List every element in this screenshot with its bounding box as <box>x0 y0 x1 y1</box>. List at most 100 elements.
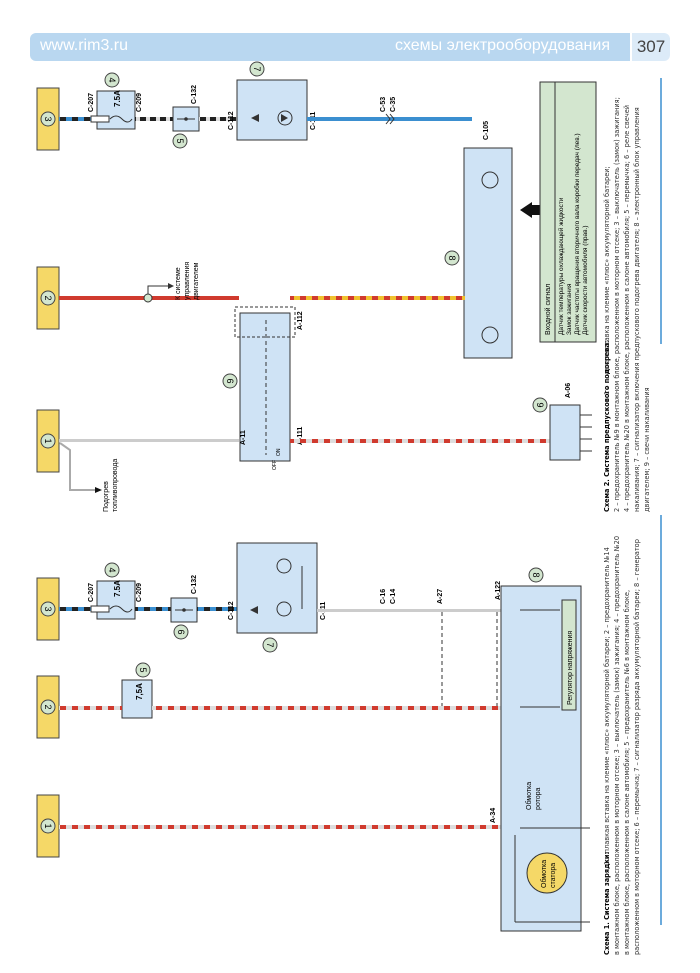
connector-label: A-27 <box>437 589 444 604</box>
note-text: управления <box>184 262 191 300</box>
connector-label: C-14 <box>390 589 397 604</box>
connector-label: C-132 <box>191 85 198 104</box>
scheme1-jumper-6: C-132 6 <box>170 575 198 640</box>
note-text: К системе <box>175 267 182 300</box>
connector-label: A-122 <box>495 581 502 600</box>
table-row: Замок зажигания <box>566 283 573 335</box>
scheme1-indicator-7: 7 C-112 C-111 <box>228 542 327 653</box>
caption-line: 1 – плавкая вставка на клемме «плюс» акк… <box>603 547 611 865</box>
callout-number: 6 <box>225 378 235 383</box>
wire-black-white <box>135 117 173 121</box>
callout-number: 7 <box>252 66 262 71</box>
connector-label: C-16 <box>380 589 387 604</box>
scheme2-block-2: 2 <box>36 266 60 330</box>
caption-title: Схема 2. Система предпускового подогрева… <box>603 340 611 512</box>
fuse-rating: 7.5A <box>113 580 122 597</box>
block-label: 1 <box>43 438 53 443</box>
connector-label: C-35 <box>390 97 397 112</box>
note-text: двигателем <box>193 262 200 300</box>
scheme1-block-3: 3 <box>36 577 60 641</box>
scheme2-block-3: 3 <box>36 87 60 151</box>
connector-label: A-112 <box>297 311 304 330</box>
block-label: 3 <box>43 116 53 121</box>
scheme1-caption: Схема 1. Система зарядки: 1 – плавкая вс… <box>603 536 641 955</box>
callout-number: 4 <box>107 567 117 572</box>
scheme1-fuse-4: 4 7.5A C-207 C-209 <box>88 562 143 620</box>
switch-off-label: OFF <box>272 460 278 470</box>
connector-label: C-53 <box>380 97 387 112</box>
wire-black-white <box>199 117 237 121</box>
callout-number: 5 <box>175 138 185 143</box>
wire-red-white <box>290 439 550 443</box>
block-label: 1 <box>43 823 53 828</box>
wire-red-yellow <box>290 296 465 300</box>
regulator-label: Регулятор напряжения <box>567 631 574 705</box>
scheme1-fuse-5: 5 7,5A <box>121 662 153 719</box>
callout-number: 7 <box>265 642 275 647</box>
caption-line: в монтажном блоке, расположенном в салон… <box>623 590 631 955</box>
scheme-1: 3 2 1 4 7.5A C-207 C-209 C-132 <box>36 515 662 955</box>
caption-line: 2 – предохранитель №9 в монтажном блоке,… <box>613 97 621 512</box>
input-arrow-icon <box>520 202 532 218</box>
table-row: Датчик частоты вращения вторичного вала … <box>573 133 581 335</box>
engine-control-note: К системе управления двигателем <box>175 262 200 300</box>
connector-label: C-209 <box>136 583 143 602</box>
table-header: Входной сигнал <box>544 284 552 335</box>
caption-line: в монтажном блоке, расположенном в мотор… <box>613 536 621 955</box>
scheme2-ecu-8: C-105 8 <box>444 121 542 359</box>
scheme2-jumper-5: C-132 5 <box>172 85 200 149</box>
switch-on-label: ON <box>276 448 282 456</box>
connector-label: A-111 <box>297 427 304 445</box>
note-text: Подогрев <box>103 481 110 512</box>
scheme1-block-2: 2 <box>36 675 60 739</box>
caption-line: 4 – предохранитель №20 в монтажном блоке… <box>623 105 631 512</box>
wire-white <box>59 439 239 442</box>
callout-number: 8 <box>531 572 541 577</box>
wire-black-blue <box>197 607 237 611</box>
section-title: схемы электрооборудования <box>394 37 610 54</box>
callout-number: 5 <box>138 667 148 672</box>
connector-label: C-132 <box>191 575 198 594</box>
callout-number: 9 <box>535 402 545 407</box>
scheme2-glow-plugs-9: 9 A-06 <box>532 383 592 461</box>
connector-label: C-207 <box>88 93 95 112</box>
callout-number: 4 <box>107 77 117 82</box>
wire-red-white <box>59 825 501 829</box>
table-row: Датчик температуры охлаждающей жидкости <box>557 197 565 335</box>
caption-line: расположенном в моторном отсеке; 6 – пер… <box>633 539 641 955</box>
wire-red-white <box>59 706 122 710</box>
wire-black-blue <box>59 117 91 121</box>
page-number: 307 <box>632 33 670 61</box>
caption-title: Схема 1. Система зарядки: <box>603 852 611 955</box>
wire-black-blue <box>59 607 91 611</box>
block-label: 3 <box>43 606 53 611</box>
page-header: www.rim3.ru схемы электрооборудования <box>30 33 630 61</box>
scheme2-caption: Схема 2. Система предпускового подогрева… <box>603 97 651 512</box>
callout-number: 8 <box>447 255 457 260</box>
scheme2-indicator-7: 7 C-112 C-111 <box>228 61 317 141</box>
callout-number: 6 <box>176 629 186 634</box>
caption-line: накаливания; 7 – сигнализатор включения … <box>633 107 641 512</box>
scheme-2: 3 2 1 4 7.5A C-207 C-209 <box>36 61 662 512</box>
caption-line: двигателем; 9 – свечи накаливания <box>643 387 651 512</box>
scheme2-block-1: 1 <box>36 409 60 473</box>
connector-label: C-209 <box>136 93 143 112</box>
note-text: топливопровода <box>112 459 119 512</box>
stator-label: Обмотка <box>540 860 548 888</box>
connector-label: A-11 <box>240 430 247 445</box>
connector-label: C-112 <box>228 601 235 620</box>
connector-label: C-112 <box>228 111 235 130</box>
block-label: 2 <box>43 704 53 709</box>
connector-label: A-34 <box>490 808 497 823</box>
wire-black-blue <box>135 607 173 611</box>
block-label: 2 <box>43 295 53 300</box>
caption-line: 1 – плавкая вставка на клемме «плюс» акк… <box>603 166 611 395</box>
rotor-label: Обмотка <box>525 782 533 810</box>
rotor-label: ротора <box>535 787 542 810</box>
wire-white <box>317 609 517 612</box>
connector-label: C-207 <box>88 583 95 602</box>
connector-label: C-105 <box>483 121 490 140</box>
wire-red-white <box>152 706 502 710</box>
input-signal-table: Входной сигнал Датчик температуры охлажд… <box>539 81 597 343</box>
